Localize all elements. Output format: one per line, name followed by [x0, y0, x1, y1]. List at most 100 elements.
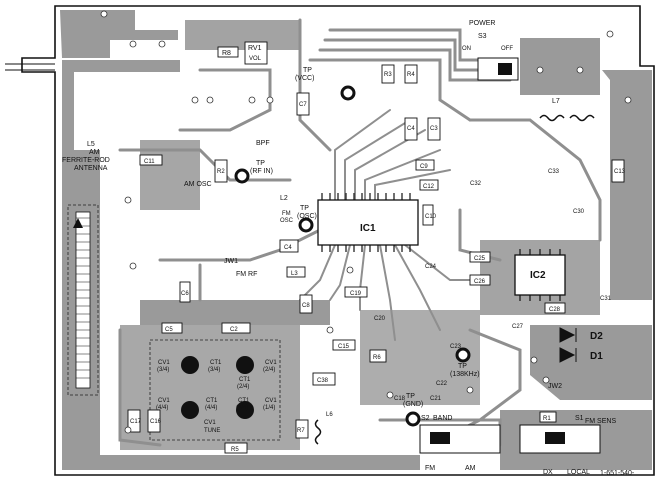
label-tune: TUNE — [204, 428, 220, 434]
label-cv1c: CV1 — [158, 398, 170, 404]
pad — [129, 40, 137, 48]
label-r7: R7 — [297, 428, 305, 434]
comp-c7 — [296, 92, 310, 116]
pad — [542, 376, 550, 384]
tp-138khz-sub: (138KHz) — [450, 371, 480, 378]
copper-right-band — [602, 70, 652, 300]
pad — [129, 262, 137, 270]
label-c26: C26 — [474, 279, 486, 285]
label-d1: D1 — [590, 351, 603, 362]
tune-rotor-2 — [236, 356, 254, 374]
comp-r4 — [404, 64, 418, 84]
trace-ic1-top-c — [354, 129, 426, 201]
tune-rotor-1 — [181, 356, 199, 374]
label-cv1a-sub: (3/4) — [157, 367, 169, 373]
label-c38: C38 — [317, 378, 329, 384]
pad — [266, 96, 274, 104]
label-l2: L2 — [280, 195, 288, 202]
pad — [530, 356, 538, 364]
copper-upper-mid — [185, 20, 300, 50]
comp-c13 — [611, 159, 625, 183]
trace-ic1-top-e — [374, 169, 451, 201]
label-c7: C7 — [299, 102, 307, 108]
label-c19: C19 — [350, 291, 362, 297]
tp-gnd-sub: (GND) — [403, 401, 423, 408]
antenna-line2: FERRITE-ROD — [62, 157, 110, 164]
comp-c9 — [415, 159, 435, 171]
local-local-label: LOCAL — [567, 469, 590, 476]
trace-ic1-bot-e — [394, 244, 441, 331]
diode-d2-icon — [559, 327, 577, 343]
ic2-chip: IC2 — [514, 249, 566, 301]
label-fm-osc: FM — [282, 211, 291, 217]
label-c32: C32 — [470, 181, 482, 187]
trace-ic1-top-b — [344, 119, 411, 201]
trace-bus-4 — [308, 58, 472, 122]
ic1-label: IC1 — [360, 223, 376, 234]
comp-c3 — [427, 117, 441, 141]
label-cv1c-sub: (4/4) — [156, 405, 168, 411]
label-c24: C24 — [425, 264, 437, 270]
tp-osc-sub: (OSC) — [297, 213, 317, 220]
label-r8: R8 — [222, 50, 231, 57]
diodes — [559, 327, 577, 363]
label-c11: C11 — [144, 159, 155, 165]
comp-c4 — [404, 117, 418, 141]
label-jw2: JW2 — [548, 383, 562, 390]
tp-vcc-label: TP — [303, 67, 312, 74]
antenna-line3: ANTENNA — [74, 165, 108, 172]
test-point-vcc — [340, 85, 356, 101]
label-cv1d: CV1 — [265, 398, 277, 404]
ic1-body — [317, 199, 419, 246]
label-c30: C30 — [573, 209, 585, 215]
label-l7: L7 — [552, 98, 560, 105]
label-c15: C15 — [338, 344, 350, 350]
label-cv1a: CV1 — [158, 360, 170, 366]
pad — [206, 96, 214, 104]
label-vol: VOL — [249, 56, 262, 62]
traces — [118, 18, 602, 447]
test-point-gnd — [405, 411, 421, 427]
label-c33: C33 — [548, 169, 560, 175]
pad — [386, 391, 394, 399]
pad — [100, 10, 108, 18]
label-fm-osc2: OSC — [280, 218, 294, 224]
power-label: POWER — [469, 20, 495, 27]
label-c28: C28 — [549, 307, 561, 313]
power-switch-slider — [498, 63, 512, 75]
trace-fm-rf — [158, 228, 322, 262]
band-am-label: AM — [465, 465, 476, 472]
pad — [606, 30, 614, 38]
label-c5: C5 — [165, 327, 173, 333]
pad — [624, 96, 632, 104]
labels: L5 AM FERRITE-ROD ANTENNA POWER S3 ON OF… — [62, 20, 635, 477]
copper-planes — [60, 10, 652, 470]
comp-c2 — [221, 322, 251, 334]
label-l3: L3 — [291, 271, 298, 277]
pad — [536, 66, 544, 74]
comp-c11 — [139, 154, 163, 166]
antenna-ref: L5 — [87, 141, 95, 148]
label-bpf: BPF — [256, 140, 270, 147]
copper-bottom-band — [62, 455, 420, 470]
tune-dashed-outline — [149, 339, 281, 441]
label-r4: R4 — [407, 72, 415, 78]
coil-l7-b — [569, 114, 595, 122]
tune-rotor-4 — [236, 401, 254, 419]
label-ct1a-sub: (3/4) — [208, 367, 220, 373]
comp-c5 — [161, 322, 183, 334]
tp-gnd-label: TP — [406, 393, 415, 400]
ic1-chip: IC1 — [317, 193, 419, 252]
trace-right-loop — [468, 118, 602, 242]
comp-c15 — [332, 339, 356, 351]
label-l6: L6 — [326, 412, 333, 418]
power-on-label: ON — [462, 46, 471, 52]
label-c10: C10 — [425, 214, 437, 220]
label-c12: C12 — [423, 184, 435, 190]
trace-ic1-bot-a — [299, 244, 336, 301]
comp-c25 — [469, 251, 491, 263]
label-c27: C27 — [512, 324, 524, 330]
label-c23: C23 — [450, 344, 462, 350]
label-d2: D2 — [590, 331, 603, 342]
power-off-label: OFF — [501, 46, 513, 52]
